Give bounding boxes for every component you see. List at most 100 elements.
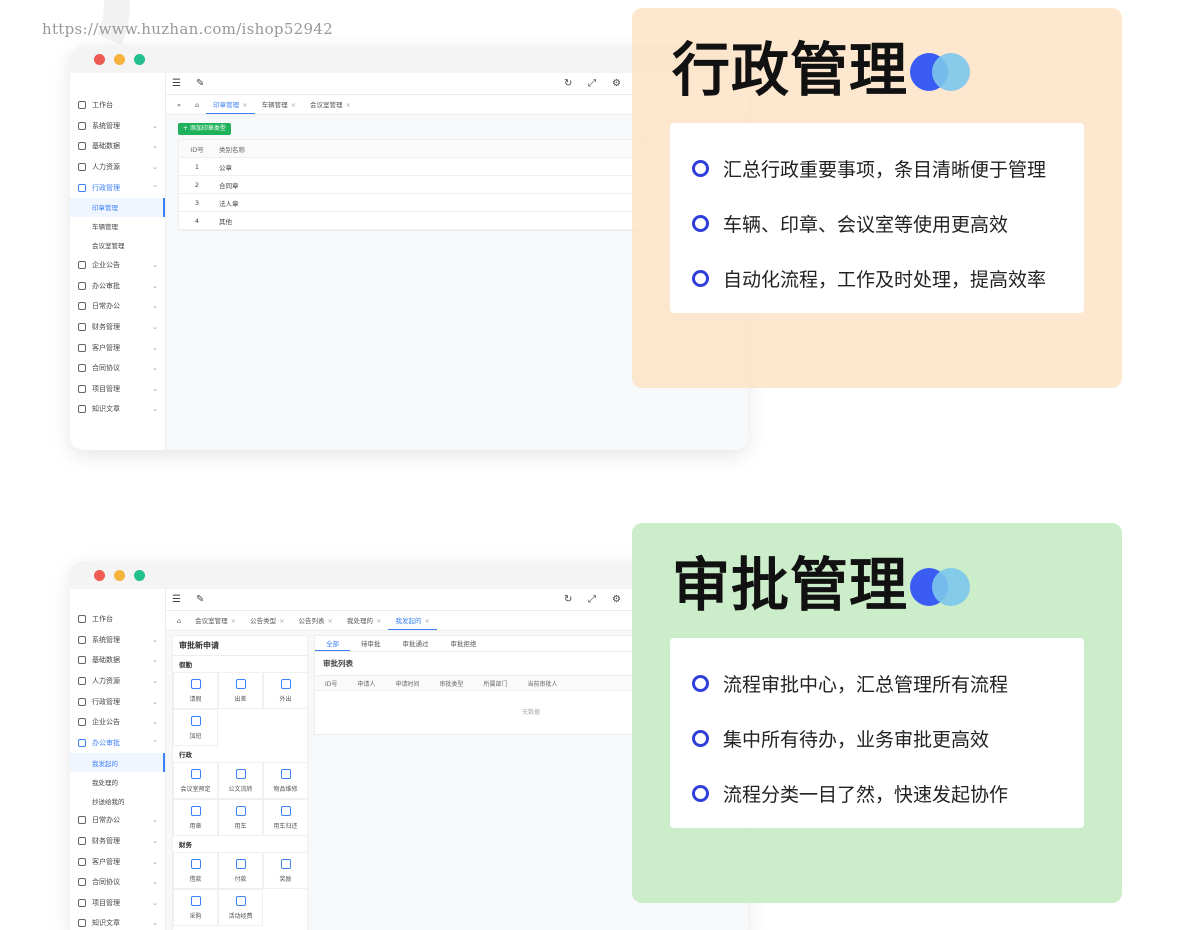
chevron-down-icon: ⌄ [152,898,158,907]
sidebar-item-hr[interactable]: 人力资源⌄ [70,671,165,692]
chevron-up-icon: ⌃ [152,738,158,747]
card-title: 行政管理 [672,36,909,104]
tab-rejected[interactable]: 审批拒绝 [450,640,477,648]
tab-meeting[interactable]: 会议室管理× [310,101,351,109]
tab-meeting[interactable]: 会议室管理× [195,617,237,625]
add-seal-type-button[interactable]: + 添加印章类型 [178,123,231,135]
tab-notice-type[interactable]: 公告类型× [250,617,285,625]
new-approval-panel: 审批新申请 假勤 请假 出差 外出 加班 行政 会议室预定 公文流转 物品维修 [172,635,308,930]
sidebar-item-basedata[interactable]: 基础数据⌄ [70,650,165,671]
tab-all[interactable]: 全部 [315,636,350,651]
gear-icon[interactable]: ⚙ [612,594,621,605]
tab-initiated[interactable]: 我发起的× [388,612,437,630]
approval-item-reward[interactable]: 奖励 [263,852,308,889]
maximize-window-button[interactable] [134,570,145,581]
refresh-icon[interactable]: ↻ [564,594,573,605]
refresh-icon[interactable]: ↻ [564,78,573,89]
sidebar-sub-cc[interactable]: 抄送给我的 [92,797,125,806]
chevron-down-icon: ⌄ [152,302,158,311]
close-icon[interactable]: × [290,101,297,109]
sidebar-item-daily[interactable]: 日常办公⌄ [70,810,165,831]
tab-pending[interactable]: 待审批 [361,640,381,648]
sidebar-item-contract[interactable]: 合同协议⌄ [70,358,165,379]
top-bar: ☰ ✎ ↻ ⤢ ⚙ [166,73,748,95]
sidebar-sub-initiated[interactable]: 我发起的 [70,753,165,773]
close-icon[interactable]: × [345,101,351,109]
tab-notice-list[interactable]: 公告列表× [298,617,333,625]
purchase-icon [190,895,201,906]
approval-item-document[interactable]: 公文流转 [218,762,263,799]
tab-vehicle[interactable]: 车辆管理× [261,101,297,109]
sidebar-sub-seal[interactable]: 印章管理 [70,197,165,217]
sidebar-item-daily[interactable]: 日常办公⌄ [70,296,165,317]
fullscreen-icon[interactable]: ⤢ [588,78,596,89]
approval-item-trip[interactable]: 出差 [218,672,263,709]
sidebar-item-notice[interactable]: 企业公告⌄ [70,712,165,733]
close-window-button[interactable] [94,54,105,65]
tab-handled[interactable]: 我处理的× [347,617,382,625]
bullet-icon [692,675,709,692]
sidebar-item-system[interactable]: 系统管理⌄ [70,116,165,137]
tab-collapse-icon[interactable]: « [177,101,181,109]
approval-item-purchase[interactable]: 采购 [173,889,218,926]
home-icon[interactable]: ⌂ [177,617,182,625]
gear-icon[interactable]: ⚙ [612,78,621,89]
minimize-window-button[interactable] [114,54,125,65]
minimize-window-button[interactable] [114,570,125,581]
tab-seal[interactable]: 印章管理× [206,96,255,114]
approval-item-leave[interactable]: 请假 [173,672,218,709]
approval-item-overtime[interactable]: 加班 [173,709,218,746]
clean-icon[interactable]: ✎ [196,78,205,89]
menu-toggle-icon[interactable]: ☰ [172,594,181,605]
finance-grid: 借款 付款 奖励 采购 活动经费 [173,852,308,926]
approval-item-meeting[interactable]: 会议室预定 [173,762,218,799]
approval-item-repair[interactable]: 物品维修 [263,762,308,799]
maximize-window-button[interactable] [134,54,145,65]
approval-item-car[interactable]: 用车 [218,799,263,836]
close-icon[interactable]: × [376,617,382,625]
approval-item-loan[interactable]: 借款 [173,852,218,889]
sidebar-item-admin[interactable]: 行政管理⌄ [70,691,165,712]
sidebar-item-system[interactable]: 系统管理⌄ [70,630,165,651]
sidebar-item-customer[interactable]: 客户管理⌄ [70,851,165,872]
sidebar-item-customer[interactable]: 客户管理⌄ [70,337,165,358]
sidebar-item-project[interactable]: 项目管理⌄ [70,893,165,914]
fullscreen-icon[interactable]: ⤢ [588,594,596,605]
sidebar-item-approval[interactable]: 办公审批⌃ [70,733,165,754]
sidebar-item-hr[interactable]: 人力资源⌄ [70,157,165,178]
sidebar-sub-vehicle[interactable]: 车辆管理 [92,223,118,232]
sidebar-item-approval[interactable]: 办公审批⌄ [70,276,165,297]
close-icon[interactable]: × [230,617,237,625]
close-window-button[interactable] [94,570,105,581]
sidebar-item-knowledge[interactable]: 知识文章⌄ [70,399,165,420]
sidebar-item-finance[interactable]: 财务管理⌄ [70,831,165,852]
sidebar-item-project[interactable]: 项目管理⌄ [70,379,165,400]
close-icon[interactable]: × [279,617,285,625]
sidebar-item-knowledge[interactable]: 知识文章⌄ [70,913,165,930]
menu-toggle-icon[interactable]: ☰ [172,78,181,89]
home-icon[interactable]: ⌂ [194,101,200,109]
approval-item-payment[interactable]: 付款 [218,852,263,889]
sidebar-sub-handled[interactable]: 我处理的 [92,778,118,787]
sidebar-item-notice[interactable]: 企业公告⌄ [70,255,165,276]
approval-item-seal[interactable]: 用章 [173,799,218,836]
sidebar-item-admin[interactable]: 行政管理⌃ [70,177,165,198]
sidebar-item-finance[interactable]: 财务管理⌄ [70,317,165,338]
approval-item-activity[interactable]: 活动经费 [218,889,263,926]
clean-icon[interactable]: ✎ [196,594,205,605]
sidebar-item-contract[interactable]: 合同协议⌄ [70,872,165,893]
approval-item-car-return[interactable]: 用车归还 [263,799,308,836]
sidebar-sub-meeting[interactable]: 会议室管理 [92,242,125,251]
close-icon[interactable]: × [242,101,248,109]
close-icon[interactable]: × [327,617,333,625]
tab-approved[interactable]: 审批通过 [402,640,429,648]
sidebar-item-basedata[interactable]: 基础数据⌄ [70,136,165,157]
close-icon[interactable]: × [424,617,430,625]
sidebar-item-workbench[interactable]: 工作台 [70,609,165,630]
approval-item-out[interactable]: 外出 [263,672,308,709]
sidebar-item-workbench[interactable]: 工作台 [70,95,165,116]
